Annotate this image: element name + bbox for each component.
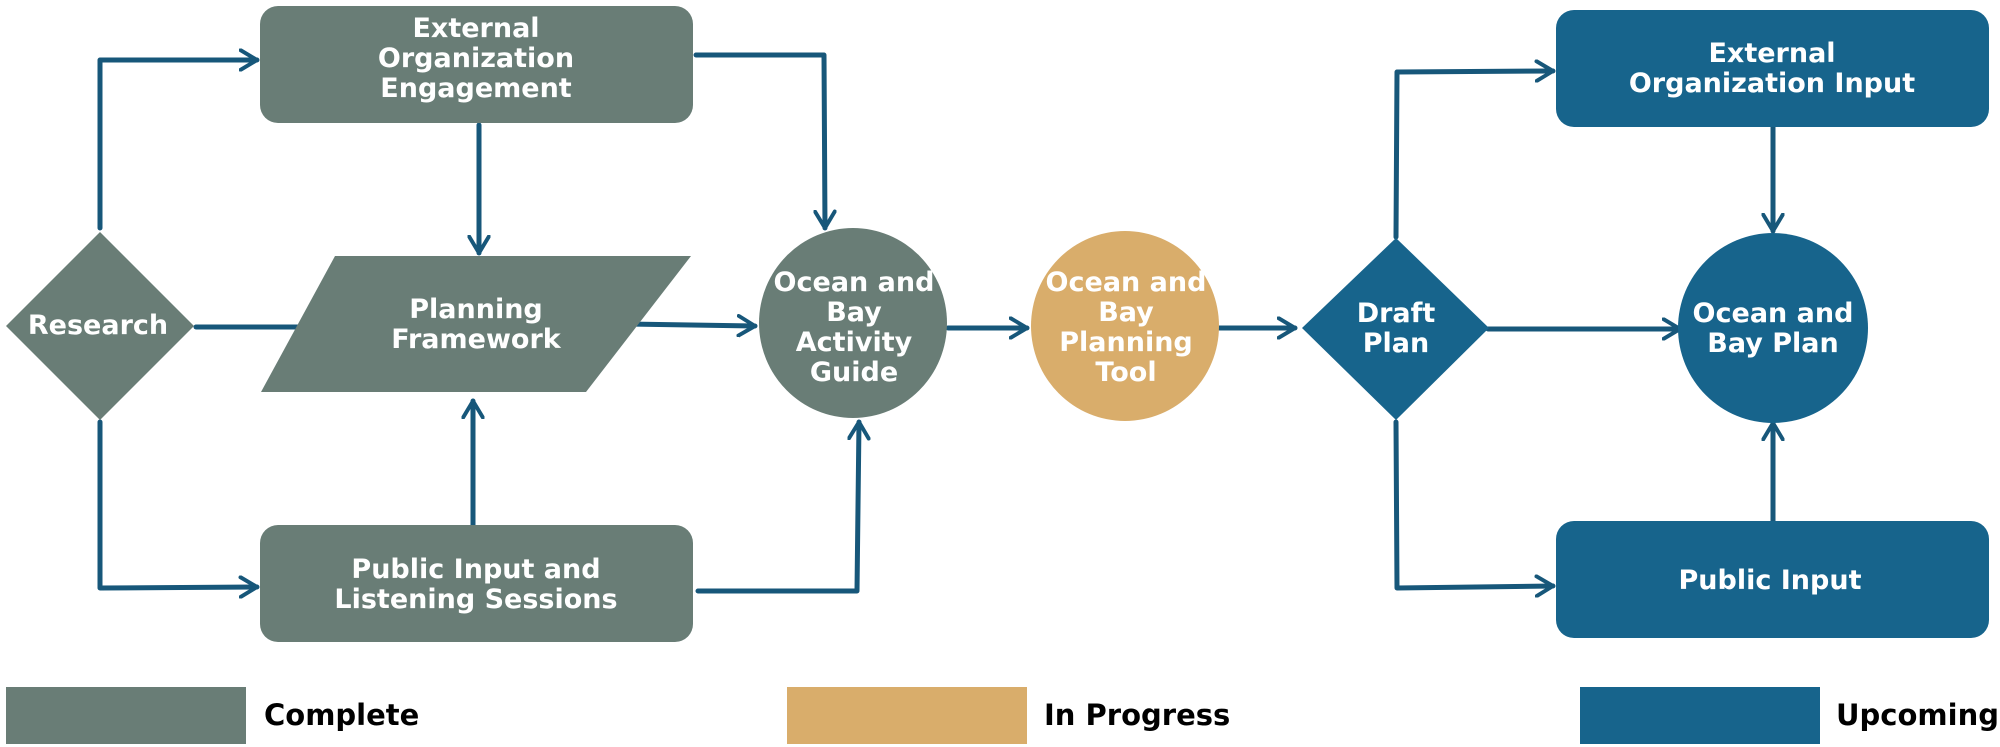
label-line: External <box>412 13 539 44</box>
planning-tool-circle <box>1031 231 1219 421</box>
legend-item-in-progress: In Progress <box>787 687 1230 744</box>
external-org-input-box <box>1556 10 1989 127</box>
external-org-engagement-box <box>260 6 693 123</box>
node-research: Research <box>6 232 194 420</box>
label-line: Planning <box>1059 327 1193 358</box>
label-line: Ocean and <box>1693 298 1854 329</box>
legend-label-in-progress: In Progress <box>1044 698 1230 732</box>
connectors <box>97 52 1773 594</box>
label-line: Plan <box>1363 328 1430 359</box>
legend-swatch-complete <box>6 687 246 744</box>
public-input-listening-box <box>260 525 693 642</box>
edge-public-input-listening-to-activity-guide <box>695 419 859 594</box>
public-input-box <box>1556 521 1989 638</box>
ocean-bay-plan-circle <box>1678 233 1868 423</box>
label-line: Ocean and <box>774 267 935 298</box>
label-line: Ocean and <box>1046 267 1207 298</box>
research-diamond <box>6 232 194 420</box>
label-line: Draft <box>1357 298 1436 329</box>
label-line: Framework <box>391 324 562 355</box>
edge-external-org-to-activity-guide <box>693 52 825 231</box>
label-line: Tool <box>1095 357 1156 388</box>
label-line: Organization Input <box>1629 68 1915 99</box>
label-line: Bay <box>826 297 882 328</box>
edge-draft-plan-to-public-input <box>1393 419 1556 588</box>
label-line: External <box>1708 38 1835 69</box>
activity-guide-circle <box>759 228 947 418</box>
edge-research-to-public-input-listening <box>97 419 260 588</box>
research-label: Research <box>28 310 168 341</box>
label-line: Bay <box>1098 297 1154 328</box>
label-line: Activity <box>796 327 913 358</box>
public-input-label: Public Input <box>1679 565 1862 596</box>
legend-swatch-upcoming <box>1580 687 1820 744</box>
label-line: Planning <box>409 294 543 325</box>
edge-research-to-external-org-engagement <box>97 60 260 231</box>
legend-swatch-in-progress <box>787 687 1027 744</box>
label-line: Bay Plan <box>1707 328 1838 359</box>
legend-label-complete: Complete <box>264 698 419 732</box>
label-line: Listening Sessions <box>334 584 617 615</box>
node-public-input: Public Input <box>1556 521 1989 638</box>
edge-draft-plan-to-external-org-input <box>1393 71 1556 240</box>
legend-label-upcoming: Upcoming <box>1836 698 1999 732</box>
label-line: Public Input and <box>351 554 600 585</box>
label-line: Engagement <box>380 73 572 104</box>
legend: Complete In Progress Upcoming <box>6 687 1999 744</box>
edge-planning-framework-to-activity-guide <box>625 324 758 326</box>
label-line: Organization <box>378 43 574 74</box>
label-line: Research <box>28 310 168 341</box>
planning-framework-parallelogram <box>261 256 691 392</box>
legend-item-upcoming: Upcoming <box>1580 687 1999 744</box>
label-line: Public Input <box>1679 565 1862 596</box>
label-line: Guide <box>810 357 898 388</box>
legend-item-complete: Complete <box>6 687 419 744</box>
draft-plan-diamond <box>1302 238 1489 420</box>
